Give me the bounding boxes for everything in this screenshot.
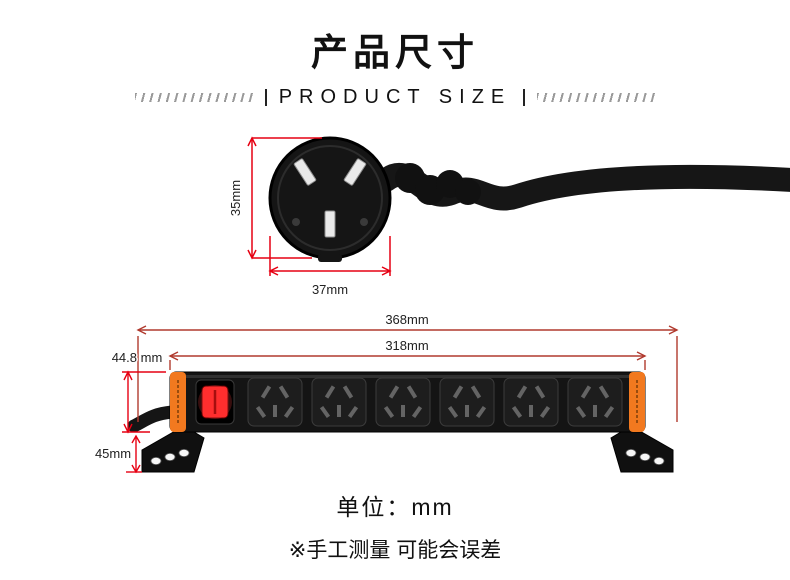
- strip-cord: [127, 405, 179, 433]
- hatch-left-decor: [134, 93, 253, 102]
- strip-scene: 368mm 318mm 44.8 mm 45mm: [0, 310, 790, 490]
- plug-face-ring: [277, 145, 383, 251]
- footer-notes: 单位：mm ※手工测量 可能会误差: [0, 488, 790, 564]
- strip-diagram: 368mm 318mm 44.8 mm 45mm: [93, 311, 679, 474]
- plug-screws: [292, 218, 368, 226]
- outlet-socket: [247, 377, 303, 427]
- strip-total-width-label: 368mm: [385, 312, 428, 327]
- page-subtitle: PRODUCT SIZE: [278, 86, 512, 108]
- subtitle-row: PRODUCT SIZE: [0, 86, 790, 109]
- outlet-socket: [503, 377, 559, 427]
- plug-diagram: 35mm 37mm: [227, 136, 790, 299]
- subtitle-divider-left: [264, 89, 267, 106]
- ear-screw-holes: [150, 448, 665, 465]
- subtitle-divider-right: [523, 89, 526, 106]
- plug-height-label: 35mm: [228, 180, 243, 216]
- plug-width-label: 37mm: [312, 282, 348, 297]
- outlet-socket: [375, 377, 431, 427]
- plug-body: [268, 136, 392, 260]
- power-switch: [195, 379, 235, 425]
- plug-bottom-tab: [318, 254, 342, 262]
- unit-label: 单位：mm: [336, 494, 454, 520]
- cable-strain-relief: [395, 163, 481, 205]
- hatch-right-decor: [537, 93, 656, 102]
- outlet-socket: [311, 377, 367, 427]
- measure-note: ※手工测量 可能会误差: [288, 539, 502, 562]
- plug-dimension-lines: [247, 136, 392, 276]
- mount-ear-left: [141, 425, 205, 473]
- strip-body-highlight: [175, 375, 640, 378]
- strip-height-dimensions: [122, 370, 166, 474]
- strip-body-width-label: 318mm: [385, 338, 428, 353]
- outlet-socket: [439, 377, 495, 427]
- outlet-socket: [567, 377, 623, 427]
- plug-pins: [293, 158, 367, 238]
- page-title: 产品尺寸: [311, 32, 479, 73]
- strip-ear-height-label: 45mm: [95, 446, 131, 461]
- mount-ear-right: [610, 425, 674, 473]
- strip-width-dimensions: [136, 325, 679, 422]
- plug-scene: 35mm 37mm: [0, 118, 790, 313]
- strip-height-label: 44.8 mm: [112, 350, 163, 365]
